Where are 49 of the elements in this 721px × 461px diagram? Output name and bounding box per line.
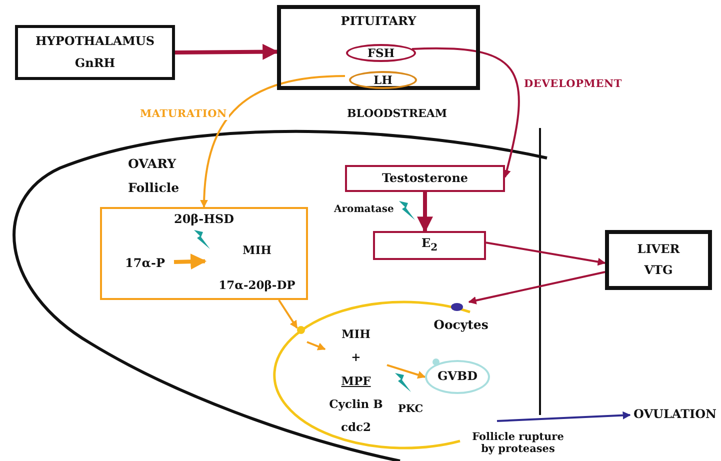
node-text: HYPOTHALAMUS [35,35,155,48]
node-text: cdc2 [340,421,372,434]
arrow [468,271,606,304]
text-label: PKC [398,403,424,416]
node-text: 17α-20β-DP [218,279,296,292]
node-text: + [351,351,361,364]
arrow [496,411,631,422]
arrow [174,254,207,270]
arrow [416,192,433,233]
node-text: E$_{2}$ [421,237,438,254]
node-text: 20β-HSD [174,213,234,226]
node-text: Cyclin B [329,398,383,411]
node-text: Oocytes [432,317,490,332]
node-text: PITUITARY [340,15,416,28]
arrow [412,47,520,178]
arrow [174,44,279,60]
organ-box [15,25,175,80]
node-text: VTG [644,264,673,278]
edge-label: MATURATION [138,108,229,120]
text-label: Follicle [128,181,180,196]
node-text: LIVER [637,242,680,256]
node-text: GnRH [74,56,116,70]
text-label: Follicle rupture by proteases [471,431,565,456]
node-text: OVULATION [630,405,720,425]
hormone-ellipse [346,44,416,62]
arrow [386,364,426,379]
node-text: MIH [342,328,370,341]
organ-box [277,5,480,90]
arrow [278,299,298,329]
arrow [306,341,326,350]
node-text: GVBD [437,370,478,384]
edge-label: DEVELOPMENT [522,78,624,90]
node-text: 17α-P [114,254,176,274]
hormone-ellipse [349,71,417,89]
hormone-box [373,231,486,260]
node-text: FSH [367,46,395,60]
node-text: MPF [341,374,371,388]
text-label: BLOODSTREAM [347,108,448,121]
text-label: OVARY [128,157,176,172]
node-text: MIH [242,244,272,257]
organ-box [605,230,712,290]
node-text: LH [374,74,392,86]
follicle-box [100,207,308,300]
gvbd-ellipse [425,360,490,394]
node-text: Testosterone [382,172,468,186]
hormone-box [345,165,505,192]
text-label: Aromatase [334,204,394,216]
arrow [200,75,346,208]
arrow [486,242,606,266]
